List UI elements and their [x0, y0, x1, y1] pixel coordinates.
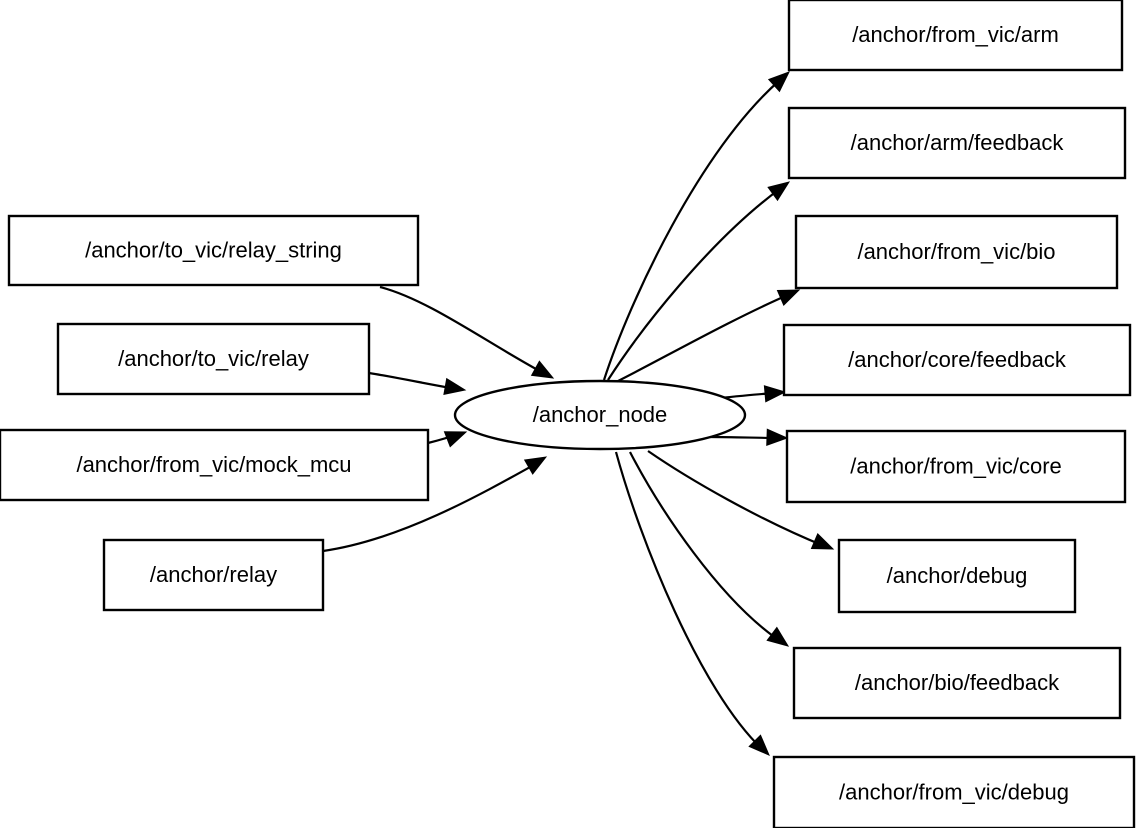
- edge-out-anchor-arm-feedback[interactable]: [607, 187, 782, 381]
- topic-node-anchor-to-vic-relay-rect[interactable]: [56, 322, 371, 396]
- topic-node-anchor-from-vic-core-rect[interactable]: [785, 429, 1127, 504]
- edge-out-anchor-core-feedback-arrowhead-icon: [763, 385, 787, 403]
- topic-node-anchor-bio-feedback[interactable]: /anchor/bio/feedback: [792, 646, 1122, 720]
- edge-in-anchor-to-vic-relay-string[interactable]: [379, 285, 548, 376]
- edge-out-anchor-from-vic-arm[interactable]: [602, 79, 781, 381]
- edge-out-anchor-from-vic-debug-arrowhead-icon: [748, 734, 770, 756]
- edge-out-anchor-arm-feedback-arrowhead-icon: [767, 181, 791, 202]
- topic-node-anchor-from-vic-bio-rect[interactable]: [794, 214, 1119, 290]
- topic-node-anchor-from-vic-core[interactable]: /anchor/from_vic/core: [785, 429, 1127, 504]
- edge-out-anchor-from-vic-arm-arrowhead-icon: [767, 71, 791, 93]
- topic-node-anchor-relay-label: /anchor/relay: [150, 562, 277, 587]
- topic-node-anchor-bio-feedback-label: /anchor/bio/feedback: [855, 670, 1060, 695]
- edge-out-anchor-debug-arrowhead-icon: [810, 532, 835, 550]
- topic-node-anchor-to-vic-relay-string-label: /anchor/to_vic/relay_string: [85, 237, 342, 262]
- edge-out-anchor-from-vic-debug[interactable]: [614, 451, 763, 750]
- topic-node-anchor-relay[interactable]: /anchor/relay: [102, 538, 325, 612]
- topic-node-anchor-debug-rect[interactable]: [837, 538, 1077, 614]
- topic-node-anchor-core-feedback-rect[interactable]: [782, 323, 1132, 397]
- topic-node-anchor-debug[interactable]: /anchor/debug: [837, 538, 1077, 614]
- topic-node-anchor-to-vic-relay-label: /anchor/to_vic/relay: [118, 346, 309, 371]
- topic-node-anchor-to-vic-relay-string[interactable]: /anchor/to_vic/relay_string: [7, 214, 420, 287]
- topic-node-anchor-from-vic-mock-mcu-rect[interactable]: [0, 428, 430, 502]
- edge-in-anchor-relay-arrowhead-icon: [523, 456, 548, 475]
- edges-layer: [322, 71, 835, 756]
- topic-node-anchor-from-vic-mock-mcu[interactable]: /anchor/from_vic/mock_mcu: [0, 428, 430, 502]
- edge-out-anchor-bio-feedback-arrowhead-icon: [766, 626, 790, 647]
- topic-node-anchor-arm-feedback-label: /anchor/arm/feedback: [851, 130, 1065, 155]
- topic-node-anchor-from-vic-debug[interactable]: /anchor/from_vic/debug: [772, 755, 1136, 828]
- topic-node-anchor-debug-label: /anchor/debug: [887, 563, 1028, 588]
- topic-node-anchor-from-vic-mock-mcu-label: /anchor/from_vic/mock_mcu: [76, 452, 351, 477]
- topic-node-anchor-from-vic-core-label: /anchor/from_vic/core: [850, 453, 1062, 478]
- edge-in-anchor-to-vic-relay-arrowhead-icon: [443, 377, 467, 396]
- edge-out-anchor-from-vic-bio-arrowhead-icon: [776, 289, 801, 307]
- edge-in-anchor-to-vic-relay-string-arrowhead-icon: [530, 360, 555, 379]
- edge-out-anchor-bio-feedback[interactable]: [629, 451, 781, 642]
- topic-node-anchor-arm-feedback[interactable]: /anchor/arm/feedback: [787, 106, 1127, 180]
- topic-node-anchor-from-vic-arm-label: /anchor/from_vic/arm: [852, 22, 1059, 47]
- topic-node-anchor-to-vic-relay[interactable]: /anchor/to_vic/relay: [56, 322, 371, 396]
- topic-node-anchor-from-vic-arm[interactable]: /anchor/from_vic/arm: [787, 0, 1124, 72]
- center-node-anchor-node[interactable]: /anchor_node: [453, 379, 747, 451]
- topic-node-anchor-core-feedback[interactable]: /anchor/core/feedback: [782, 323, 1132, 397]
- topic-node-anchor-from-vic-bio[interactable]: /anchor/from_vic/bio: [794, 214, 1119, 290]
- topic-node-anchor-bio-feedback-rect[interactable]: [792, 646, 1122, 720]
- edge-in-anchor-from-vic-mock-mcu-arrowhead-icon: [443, 431, 468, 448]
- topic-node-anchor-from-vic-debug-rect[interactable]: [772, 755, 1136, 828]
- topic-node-anchor-core-feedback-label: /anchor/core/feedback: [848, 347, 1067, 372]
- topic-node-anchor-from-vic-arm-rect[interactable]: [787, 0, 1124, 72]
- topic-node-anchor-relay-rect[interactable]: [102, 538, 325, 612]
- edge-out-anchor-debug[interactable]: [647, 450, 825, 548]
- edge-in-anchor-relay[interactable]: [322, 461, 540, 553]
- center-node-label: /anchor_node: [533, 402, 668, 427]
- edge-out-anchor-from-vic-bio[interactable]: [615, 292, 791, 383]
- edge-out-anchor-from-vic-core-arrowhead-icon: [766, 428, 789, 447]
- topic-node-anchor-arm-feedback-rect[interactable]: [787, 106, 1127, 180]
- center-node-ellipse[interactable]: [453, 379, 747, 451]
- edge-in-anchor-to-vic-relay[interactable]: [368, 371, 458, 391]
- topic-node-anchor-from-vic-bio-label: /anchor/from_vic/bio: [857, 239, 1055, 264]
- topic-node-anchor-from-vic-debug-label: /anchor/from_vic/debug: [839, 779, 1069, 804]
- topic-node-anchor-to-vic-relay-string-rect[interactable]: [7, 214, 420, 287]
